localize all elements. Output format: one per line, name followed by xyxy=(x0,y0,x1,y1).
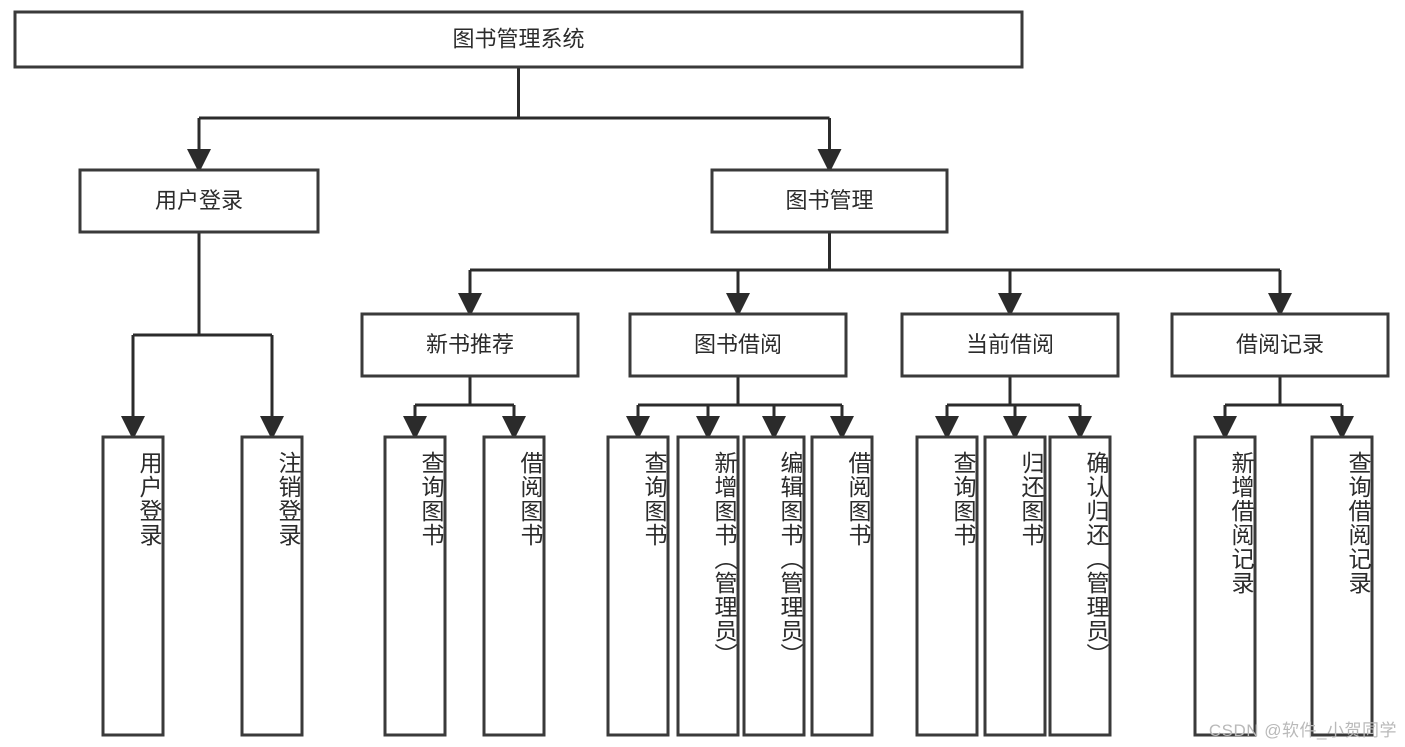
node-leaf-10[interactable]: 确认归还（管理员） xyxy=(1048,435,1112,737)
leaf-label: 用户登录 xyxy=(136,451,162,547)
leaf-label-wrap: 归还图书 xyxy=(1018,451,1044,547)
connector-lines xyxy=(121,67,1354,440)
leaf-label: 借阅图书 xyxy=(517,451,543,547)
node-leaf-11[interactable]: 新增借阅记录 xyxy=(1193,435,1257,737)
leaf-label-wrap: 借阅图书 xyxy=(845,451,871,547)
node-leaf-1[interactable]: 注销登录 xyxy=(240,435,304,737)
node-leaf-2[interactable]: 查询图书 xyxy=(383,435,447,737)
node-label: 新书推荐 xyxy=(426,332,514,357)
leaf-label: 借阅图书 xyxy=(845,451,871,547)
leaf-label-wrap: 用户登录 xyxy=(136,451,162,547)
node-leaf-3[interactable]: 借阅图书 xyxy=(482,435,546,737)
node-l1-用户登录[interactable]: 用户登录 xyxy=(78,168,320,234)
leaf-label-wrap: 注销登录 xyxy=(275,451,301,547)
node-leaf-7[interactable]: 借阅图书 xyxy=(810,435,874,737)
leaf-label: 查询借阅记录 xyxy=(1345,451,1371,595)
leaf-label-wrap: 编辑图书（管理员） xyxy=(777,451,803,667)
node-l2-新书推荐[interactable]: 新书推荐 xyxy=(360,312,580,378)
leaf-label: 新增图书（管理员） xyxy=(711,451,737,667)
node-leaf-4[interactable]: 查询图书 xyxy=(606,435,670,737)
leaf-label: 归还图书 xyxy=(1018,451,1044,547)
node-leaf-8[interactable]: 查询图书 xyxy=(915,435,979,737)
node-leaf-12[interactable]: 查询借阅记录 xyxy=(1310,435,1374,737)
leaf-label: 确认归还（管理员） xyxy=(1083,451,1109,667)
leaf-label-wrap: 新增图书（管理员） xyxy=(711,451,737,667)
node-root-图书管理系统[interactable]: 图书管理系统 xyxy=(13,10,1024,69)
node-leaf-0[interactable]: 用户登录 xyxy=(101,435,165,737)
node-l2-借阅记录[interactable]: 借阅记录 xyxy=(1170,312,1390,378)
leaf-label-wrap: 查询图书 xyxy=(641,451,667,547)
leaf-label-wrap: 新增借阅记录 xyxy=(1228,451,1254,595)
leaf-label: 编辑图书（管理员） xyxy=(777,451,803,667)
node-label: 图书管理 xyxy=(785,188,873,213)
leaf-label: 注销登录 xyxy=(275,451,301,547)
node-label: 图书管理系统 xyxy=(452,26,584,51)
leaf-label: 新增借阅记录 xyxy=(1228,451,1254,595)
node-l1-图书管理[interactable]: 图书管理 xyxy=(710,168,949,234)
leaf-label-wrap: 确认归还（管理员） xyxy=(1083,451,1109,667)
node-l2-图书借阅[interactable]: 图书借阅 xyxy=(628,312,848,378)
node-label: 当前借阅 xyxy=(966,332,1054,357)
node-leaf-5[interactable]: 新增图书（管理员） xyxy=(676,435,740,737)
node-leaf-9[interactable]: 归还图书 xyxy=(983,435,1047,737)
leaf-label: 查询图书 xyxy=(418,451,444,547)
leaf-label-wrap: 查询借阅记录 xyxy=(1345,451,1371,595)
leaf-label: 查询图书 xyxy=(950,451,976,547)
leaf-label-wrap: 借阅图书 xyxy=(517,451,543,547)
leaf-label-wrap: 查询图书 xyxy=(418,451,444,547)
node-label: 用户登录 xyxy=(155,188,243,213)
node-label: 图书借阅 xyxy=(694,332,782,357)
watermark-text: CSDN @软件_小贺同学 xyxy=(1208,721,1397,740)
node-boxes: 图书管理系统用户登录图书管理新书推荐图书借阅当前借阅借阅记录用户登录注销登录查询… xyxy=(13,10,1390,737)
node-label: 借阅记录 xyxy=(1236,332,1324,357)
node-l2-当前借阅[interactable]: 当前借阅 xyxy=(900,312,1120,378)
node-leaf-6[interactable]: 编辑图书（管理员） xyxy=(742,435,806,737)
leaf-label-wrap: 查询图书 xyxy=(950,451,976,547)
leaf-label: 查询图书 xyxy=(641,451,667,547)
